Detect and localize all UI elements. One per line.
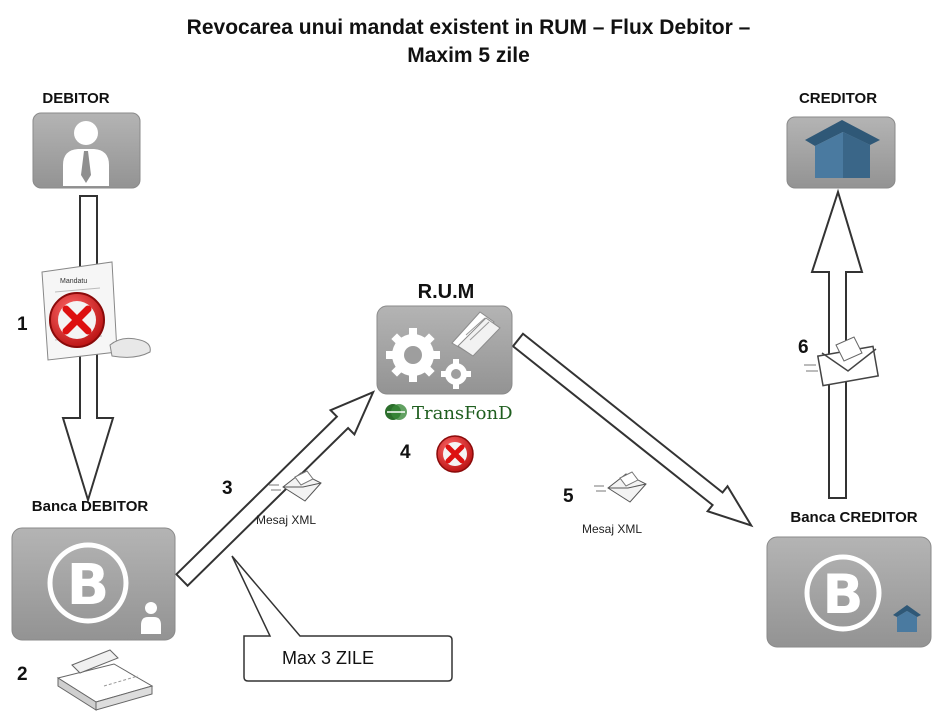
creditor-node: [786, 116, 896, 189]
envelope-icon: [804, 336, 880, 387]
banca-creditor-label: Banca CREDITOR: [790, 509, 917, 526]
step-number-4: 4: [400, 442, 411, 463]
diagram-title-line2: Maxim 5 zile: [407, 44, 530, 67]
banca-debitor-node: B: [11, 527, 176, 641]
debitor-node: [32, 112, 141, 189]
document-stack-icon: [451, 311, 501, 357]
svg-text:Mandatu: Mandatu: [60, 278, 87, 285]
house-small-icon: [893, 605, 921, 632]
svg-text:B: B: [822, 563, 863, 626]
step-number-2: 2: [17, 664, 28, 685]
bank-b-icon: B: [47, 542, 129, 624]
person-icon: [63, 121, 109, 186]
transfond-text: TransFonD: [412, 403, 513, 424]
rum-node: [376, 305, 513, 395]
cancel-icon: [49, 292, 105, 348]
step-number-6: 6: [798, 337, 809, 358]
banca-debitor-label: Banca DEBITOR: [32, 498, 149, 515]
arrow-bank-to-rum: [174, 390, 376, 588]
envelope-icon: [269, 470, 322, 502]
rum-label: R.U.M: [418, 281, 475, 303]
person-small-icon: [141, 602, 161, 634]
gears-icon: [386, 328, 471, 389]
envelope-icon: [594, 471, 647, 503]
svg-text:B: B: [67, 553, 110, 618]
banca-creditor-node: B: [766, 536, 932, 648]
diagram-title-line1: Revocarea unui mandat existent in RUM – …: [186, 16, 751, 39]
transfond-logo: TransFonD: [385, 403, 513, 424]
arrow-rum-to-creditor-bank: [511, 332, 754, 528]
message-label-right: Mesaj XML: [582, 522, 643, 536]
message-label-left: Mesaj XML: [256, 513, 317, 527]
cancel-icon: [436, 435, 474, 473]
step-number-3: 3: [222, 478, 233, 499]
debitor-label: DEBITOR: [42, 90, 109, 107]
scanner-icon: [56, 649, 154, 711]
callout-text: Max 3 ZILE: [282, 648, 375, 668]
step-number-1: 1: [17, 314, 28, 335]
max-days-callout: [231, 555, 453, 682]
creditor-label: CREDITOR: [799, 90, 877, 107]
house-icon: [805, 120, 880, 178]
step-number-5: 5: [563, 486, 574, 507]
bank-b-icon: B: [804, 554, 882, 632]
